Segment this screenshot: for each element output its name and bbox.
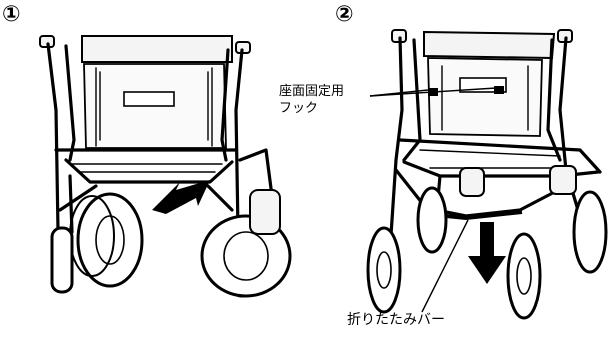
seat-handle — [123, 91, 175, 107]
step-2-number: ② — [335, 2, 354, 27]
folding-bar-label: 折りたたみバー — [347, 312, 445, 328]
seat-hook-label-line2: フック — [279, 101, 319, 116]
pull-direction-arrow — [152, 180, 210, 214]
folding-bar-leader — [421, 219, 469, 313]
hook-leader-right — [369, 87, 497, 97]
walker-step-1 — [39, 35, 292, 298]
seat-hook-label-line1: 座面固定用 — [279, 84, 345, 99]
left-rear-wheel — [50, 226, 74, 294]
callout-leaders — [369, 87, 497, 313]
seat-panel — [427, 57, 543, 137]
backrest-pad — [81, 35, 233, 63]
seat-hook-right — [494, 86, 504, 94]
step-1-number: ① — [2, 2, 21, 27]
walker-step-2 — [366, 29, 608, 320]
push-down-arrow — [468, 222, 506, 284]
seat-hook-label: 座面固定用 フック — [279, 83, 344, 117]
right-rear-wheel — [572, 190, 608, 274]
left-front-leg — [388, 36, 404, 252]
left-rear-wheel — [416, 186, 448, 254]
backrest-pad — [423, 30, 556, 60]
